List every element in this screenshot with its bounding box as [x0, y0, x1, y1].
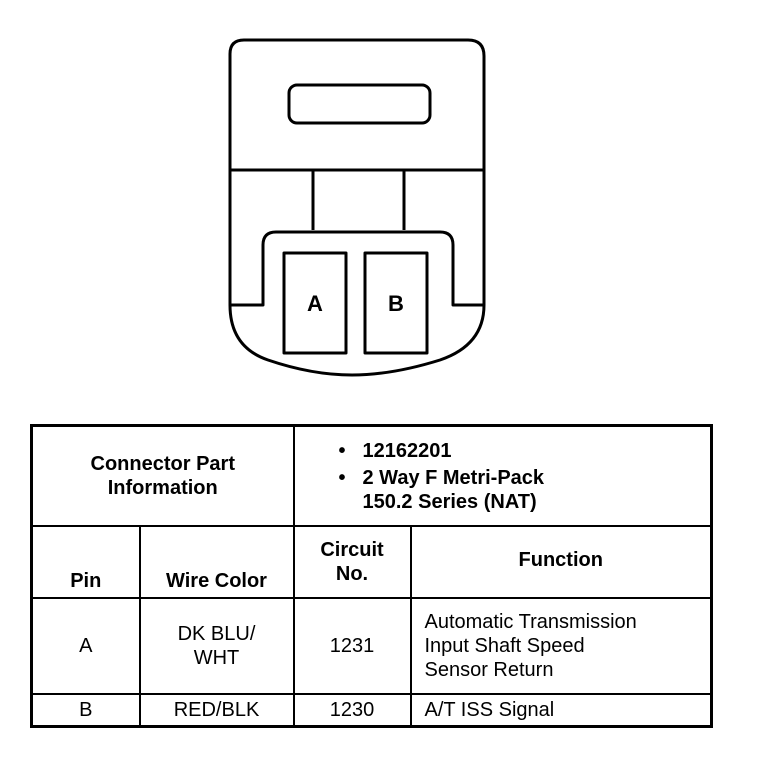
circuit-cell: 1230: [292, 693, 412, 728]
pin-column-header: Pin: [30, 525, 141, 599]
wire-color-cell: DK BLU/ WHT: [138, 597, 295, 695]
cavity-b-label: B: [388, 291, 404, 316]
circuit-header-line: Circuit: [320, 539, 384, 561]
function-cell: A/T ISS Signal: [409, 693, 713, 728]
function-line: Sensor Return: [424, 659, 554, 681]
wire-color-line: DK BLU/: [177, 623, 256, 645]
part-info-row: Connector Part Information 12162201 2 Wa…: [30, 424, 713, 527]
connector-series-item: 2 Way F Metri-Pack 150.2 Series (NAT): [339, 466, 711, 514]
table-row: A DK BLU/ WHT 1231 Automatic Transmissio…: [30, 597, 713, 695]
connector-pinout-table: Connector Part Information 12162201 2 Wa…: [30, 424, 714, 728]
pin-cell: A: [30, 597, 141, 695]
pin-cell: B: [30, 693, 141, 728]
function-line: Input Shaft Speed: [424, 635, 585, 657]
connector-latch-slot: [287, 83, 432, 125]
circuit-no-column-header: Circuit No.: [292, 525, 412, 599]
connector-series-line: 2 Way F Metri-Pack: [362, 466, 545, 489]
part-info-label-line: Information: [107, 477, 218, 499]
circuit-header-line: No.: [335, 563, 369, 585]
function-cell: Automatic Transmission Input Shaft Speed…: [409, 597, 713, 695]
wire-color-line: WHT: [193, 647, 240, 669]
connector-series-line: 150.2 Series (NAT): [362, 490, 537, 513]
circuit-cell: 1231: [292, 597, 412, 695]
column-header-row: Pin Wire Color Circuit No. Function: [30, 525, 713, 599]
cavity-a-label: A: [307, 291, 323, 316]
part-info-label-line: Connector Part: [90, 453, 235, 475]
connector-housing-outline: [228, 38, 486, 377]
wire-color-cell: RED/BLK: [138, 693, 295, 728]
part-info-label-cell: Connector Part Information: [30, 424, 295, 527]
connector-face-diagram: A B: [228, 38, 486, 377]
function-line: Automatic Transmission: [424, 611, 637, 633]
cavity-b-outline: [363, 251, 429, 355]
connector-inner-pocket: [230, 230, 484, 307]
table-row: B RED/BLK 1230 A/T ISS Signal: [30, 693, 713, 728]
wire-color-column-header: Wire Color: [138, 525, 295, 599]
part-number: 12162201: [362, 439, 452, 462]
cavity-a-outline: [282, 251, 348, 355]
part-number-item: 12162201: [339, 439, 711, 463]
part-info-values-cell: 12162201 2 Way F Metri-Pack 150.2 Series…: [292, 424, 713, 527]
function-column-header: Function: [409, 525, 713, 599]
